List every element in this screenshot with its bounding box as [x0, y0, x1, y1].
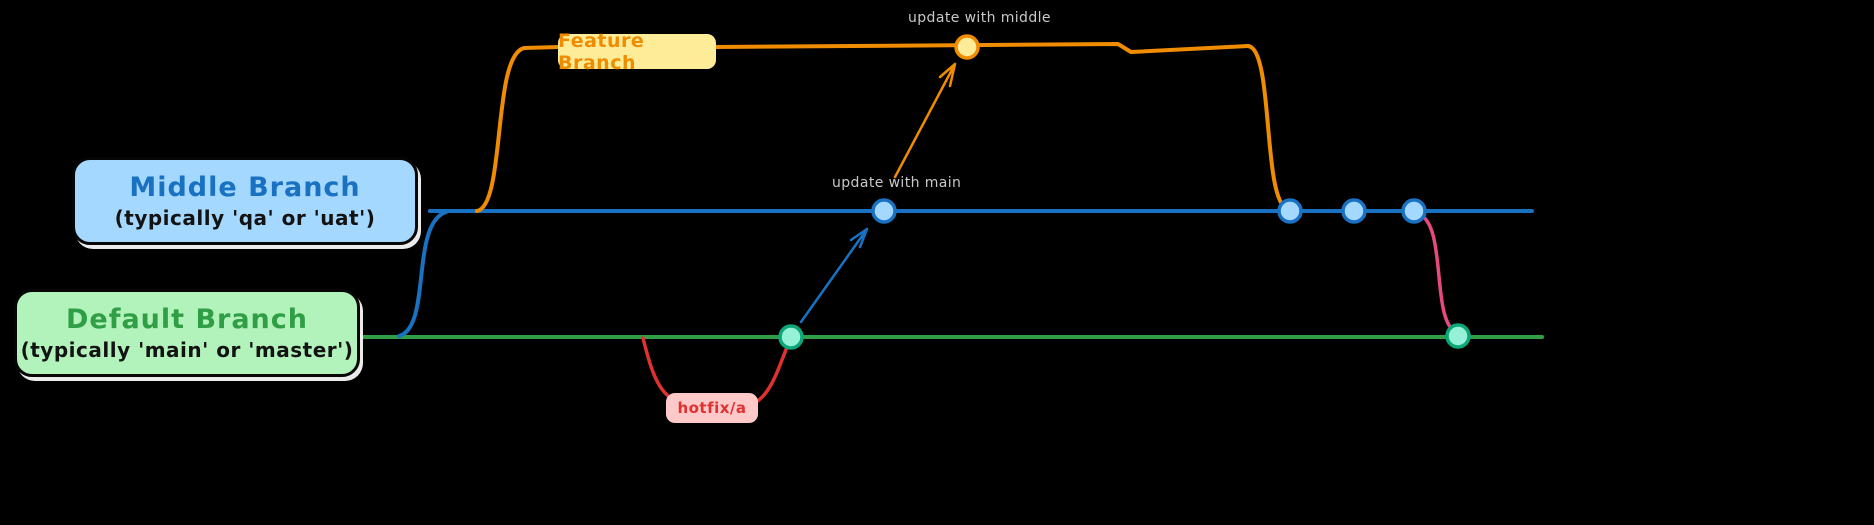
update-with-middle-label: update with middle: [908, 10, 1051, 26]
update-with-main-arrow: [799, 227, 869, 324]
default-branch-node: Default Branch (typically 'main' or 'mas…: [14, 289, 360, 377]
middle-branch-title: Middle Branch: [129, 172, 361, 203]
release-curve-middle-to-default: [1417, 212, 1457, 334]
default-branch-subtitle: (typically 'main' or 'master'): [20, 338, 354, 362]
feature-branch-curve-left: [475, 45, 561, 213]
commit-middle-dot-3: [1401, 198, 1427, 224]
default-branch-title: Default Branch: [65, 304, 309, 335]
commit-default-hotfix-merge-dot: [778, 324, 804, 350]
hotfix-label: hotfix/a: [666, 393, 758, 423]
branch-curve-default-to-middle: [397, 210, 448, 338]
commit-middle-dot-2: [1341, 198, 1367, 224]
commit-middle-update-dot: [871, 198, 897, 224]
commit-default-release-dot: [1445, 323, 1471, 349]
feature-branch-line: [714, 42, 1250, 54]
middle-branch-subtitle: (typically 'qa' or 'uat'): [114, 206, 376, 230]
update-with-middle-arrow: [893, 62, 957, 179]
feature-branch-curve-right: [1246, 44, 1289, 211]
middle-branch-node: Middle Branch (typically 'qa' or 'uat'): [72, 157, 418, 245]
update-with-main-label: update with main: [832, 175, 962, 191]
feature-branch-label: Feature Branch: [558, 30, 716, 74]
commit-feature-update-dot: [954, 34, 980, 60]
commit-middle-dot-1: [1277, 198, 1303, 224]
